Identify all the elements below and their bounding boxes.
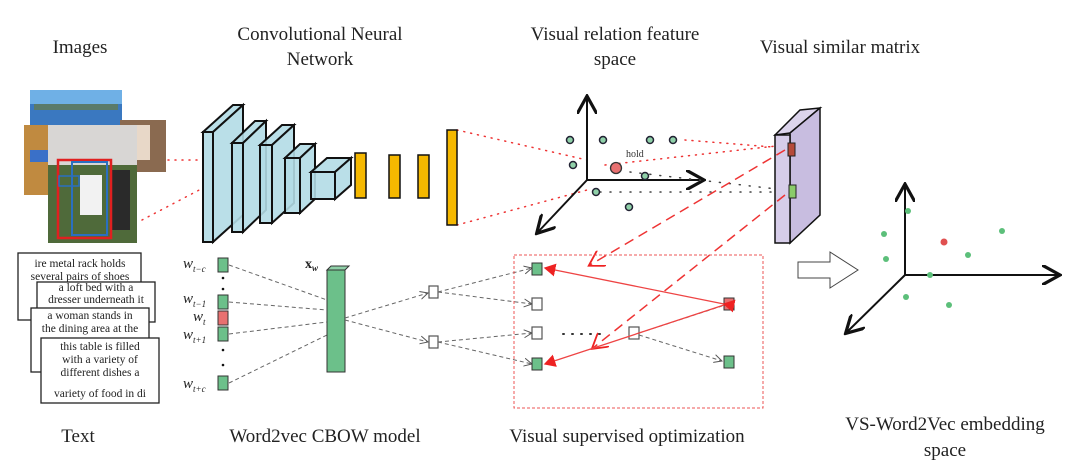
hold-embedding-point (940, 238, 948, 246)
caption-line: several pairs of shoes (31, 271, 130, 283)
caption-line: the dining area at the (42, 323, 138, 335)
matrix-title: Visual similar matrix (760, 37, 921, 58)
matrix-link-2 (593, 194, 786, 348)
svg-text:wt+c: wt+c (183, 376, 206, 394)
images-title: Images (53, 37, 108, 58)
caption-line: ire metal rack holds (34, 258, 126, 270)
caption-line: with a variety of (62, 354, 138, 366)
embedding-title-line1: VS-Word2Vec embedding (845, 414, 1045, 435)
cnn-title-line2: Network (287, 49, 354, 70)
transition-arrow-icon (797, 251, 859, 289)
svg-text:wt−c: wt−c (183, 256, 206, 274)
svg-text:wt: wt (193, 309, 206, 327)
caption-line: different dishes a (61, 367, 140, 379)
caption-line: variety of food in di (54, 388, 146, 400)
visual-similar-matrix (772, 106, 823, 245)
projection-lines (141, 129, 786, 226)
caption-line: a loft bed with a (59, 282, 134, 294)
cbow-title: Word2vec CBOW model (229, 426, 420, 447)
feature-space-title-line2: space (594, 49, 636, 70)
cbow-model: wt−c wt−1 wt wt+1 wt+c xw (183, 256, 532, 394)
svg-text:wt+1: wt+1 (183, 327, 206, 345)
hold-label: hold (626, 149, 644, 160)
caption-line: this table is filled (60, 341, 140, 353)
cnn-layers (200, 102, 458, 245)
feature-space-title-line1: Visual relation feature (531, 24, 700, 45)
optimization-box (513, 254, 764, 409)
hold-point (609, 161, 623, 175)
caption-cards: ire metal rack holds several pairs of sh… (17, 252, 160, 404)
caption-line: a woman stands in (47, 310, 133, 322)
feature-points (565, 135, 678, 212)
embedding-space (847, 186, 1058, 332)
optimization-title: Visual supervised optimization (509, 426, 745, 447)
cnn-title-line1: Convolutional Neural (237, 24, 402, 45)
embedding-title-line2: space (924, 440, 966, 461)
caption-line: dresser underneath it (48, 294, 145, 306)
svg-text:wt−1: wt−1 (183, 291, 206, 309)
image-stack (24, 90, 166, 243)
text-title: Text (61, 426, 95, 447)
matrix-link-1 (590, 149, 786, 265)
svg-text:xw: xw (305, 257, 319, 273)
